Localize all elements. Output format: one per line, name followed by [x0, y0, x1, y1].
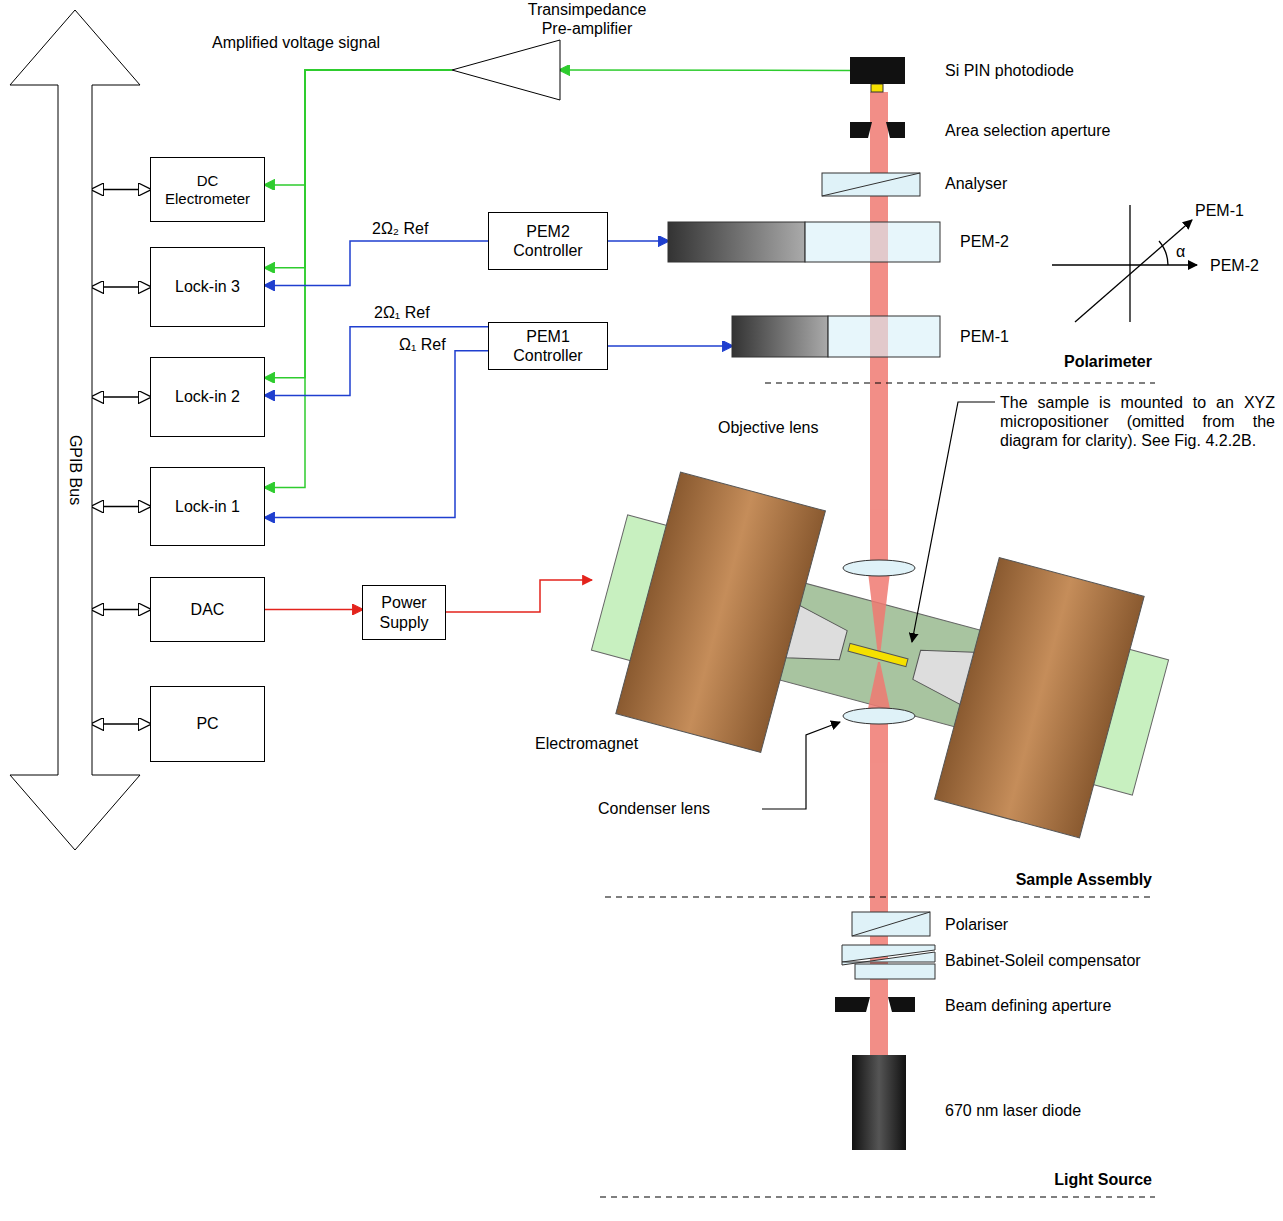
pem-head — [732, 316, 828, 357]
pem-modulator-shape — [668, 222, 940, 262]
component-label: Area selection aperture — [945, 121, 1110, 140]
connector — [265, 70, 452, 268]
controller-box: PEM2 Controller — [488, 212, 608, 270]
note-text: The sample is mounted to an XYZ micropos… — [1000, 393, 1275, 451]
pem-head — [668, 222, 805, 262]
photodiode-body — [850, 57, 905, 84]
bus-outline — [10, 10, 140, 850]
power-wire — [446, 580, 592, 612]
signal-label: Ω₁ Ref — [397, 335, 448, 354]
leader-line — [762, 722, 840, 809]
component-label: Analyser — [945, 174, 1007, 193]
power-supply-box: Power Supply — [362, 585, 446, 640]
bus-arrow-shape — [10, 10, 140, 850]
polariser-line — [852, 912, 930, 936]
node-label: Si PIN photodiode — [945, 61, 1074, 80]
instrument-box: Lock-in 3 — [150, 247, 265, 327]
instrument-box: Lock-in 1 — [150, 467, 265, 546]
compensator-plate — [855, 964, 935, 979]
section-title: Polarimeter — [1064, 352, 1152, 371]
component-label: Babinet-Soleil compensator — [945, 951, 1141, 970]
component-label: Electromagnet — [535, 734, 638, 753]
compensator-wedge — [842, 952, 935, 965]
component-label: Condenser lens — [598, 799, 710, 818]
laser-diode — [852, 1055, 906, 1150]
signal-label: Amplified voltage signal — [210, 33, 382, 52]
pem-crystal — [828, 316, 940, 357]
triangle-outline — [452, 40, 560, 100]
node-label: Power Supply — [368, 593, 440, 631]
section-title: Sample Assembly — [1016, 870, 1152, 889]
instrument-box: DAC — [150, 577, 265, 642]
node-label: PEM-2 — [960, 232, 1009, 251]
instrument-box: PC — [150, 686, 265, 762]
sample — [848, 643, 908, 666]
axis-label: PEM-2 — [1210, 256, 1259, 275]
component-label: Polariser — [945, 915, 1008, 934]
objective-lens — [843, 560, 915, 576]
angle-label: α — [1176, 242, 1185, 261]
pem-crystal — [805, 222, 940, 262]
connector — [92, 396, 150, 398]
condenser-lens — [843, 708, 915, 724]
analyser-line — [822, 173, 920, 196]
node-label: PC — [196, 714, 218, 733]
photodiode: Si PIN photodiode — [850, 57, 905, 84]
connector — [608, 240, 668, 242]
amplifier-triangle: Transimpedance Pre-amplifier — [452, 40, 560, 100]
node-label: Lock-in 1 — [175, 497, 240, 516]
leader-line — [912, 402, 995, 642]
controller-box: PEM1 Controller — [488, 322, 608, 370]
pem-modulator-shape — [732, 316, 940, 357]
connector — [92, 723, 150, 725]
connector — [92, 189, 150, 191]
connector — [265, 241, 488, 285]
section-title: Light Source — [1054, 1170, 1152, 1189]
pem-modulator: PEM-2 — [668, 222, 940, 262]
component-label: Beam defining aperture — [945, 996, 1111, 1015]
node-label: Transimpedance Pre-amplifier — [522, 0, 652, 38]
connector — [92, 286, 150, 288]
analyser — [822, 173, 920, 196]
photodiode-chip — [871, 84, 883, 92]
instrument-box: DC Electrometer — [150, 157, 265, 222]
node-label: PEM2 Controller — [494, 222, 602, 260]
component-label: Objective lens — [718, 418, 819, 437]
axis-diagram — [1052, 205, 1197, 322]
aperture — [888, 997, 915, 1012]
node-label: GPIB Bus — [65, 435, 84, 505]
connector — [265, 70, 452, 488]
connector — [265, 609, 362, 611]
section-divider — [600, 383, 1155, 1197]
bus-shaft — [58, 85, 92, 775]
node-label: Lock-in 3 — [175, 277, 240, 296]
component-label: 670 nm laser diode — [945, 1101, 1081, 1120]
amplifier-triangle-shape — [452, 40, 560, 100]
node-label: DC Electrometer — [156, 172, 259, 208]
connector — [560, 69, 850, 71]
signal-label: 2Ω₁ Ref — [372, 303, 432, 322]
connector — [265, 70, 452, 378]
connector — [92, 609, 150, 611]
polariser — [852, 912, 930, 936]
photodiode-shape — [850, 57, 905, 84]
pem-modulator: PEM-1 — [732, 316, 940, 357]
aperture — [886, 122, 905, 138]
node-label: PEM1 Controller — [494, 327, 602, 365]
axis-label: PEM-1 — [1195, 201, 1244, 220]
node-label: Lock-in 2 — [175, 387, 240, 406]
aperture — [850, 122, 872, 138]
connector — [92, 506, 150, 508]
connector — [608, 345, 732, 347]
bus-arrow: GPIB Bus — [10, 10, 140, 850]
instrument-box: Lock-in 2 — [150, 357, 265, 437]
signal-label: 2Ω₂ Ref — [370, 219, 430, 238]
connector — [265, 70, 452, 185]
node-label: DAC — [191, 600, 225, 619]
node-label: PEM-1 — [960, 327, 1009, 346]
connector — [265, 351, 488, 518]
aperture — [835, 997, 870, 1012]
